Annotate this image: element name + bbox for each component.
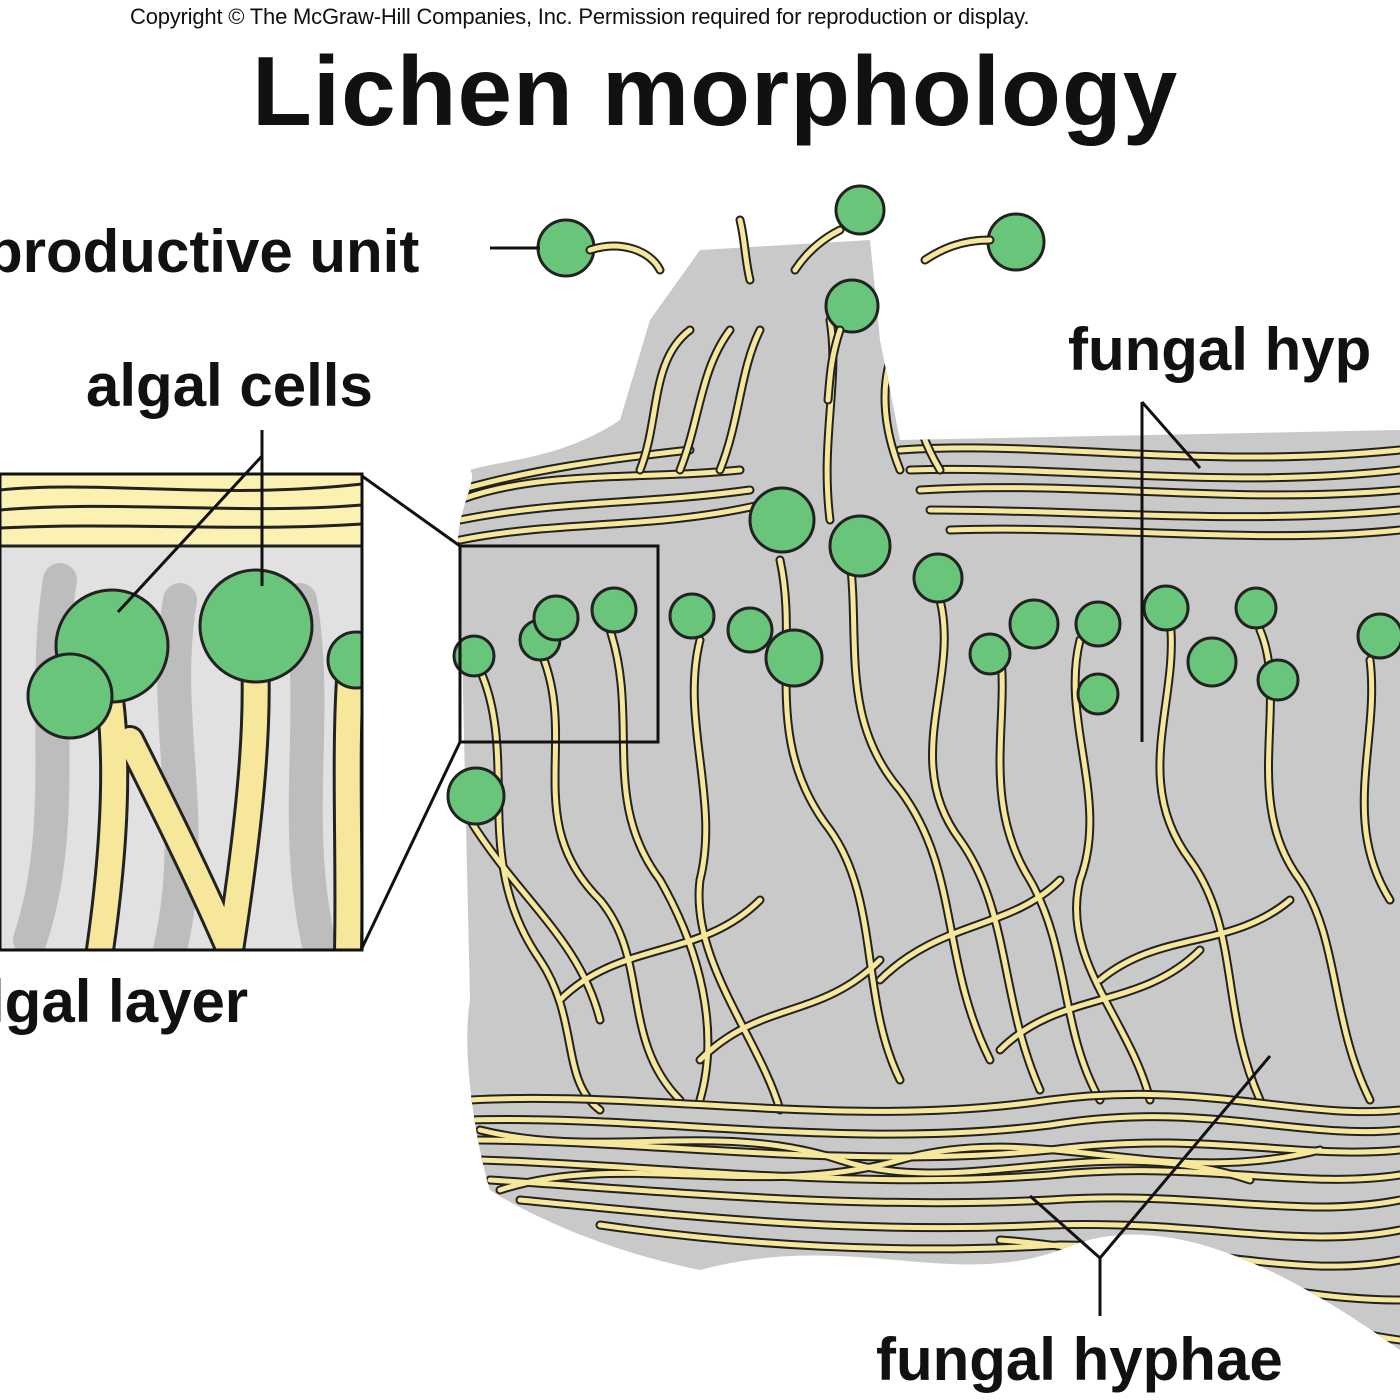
fungal-hyphae-top-label: fungal hyp: [1068, 316, 1372, 383]
algal-cells-main: [446, 184, 1400, 826]
algal-layer-inset: [0, 472, 364, 952]
zoom-connector-top: [361, 474, 461, 548]
algal-layer-label: lgal layer: [0, 968, 249, 1035]
fungal-hyphae-top-leader: [1140, 401, 1202, 742]
lichen-thallus-section: [446, 184, 1400, 1350]
copyright-notice: Copyright © The McGraw-Hill Companies, I…: [130, 4, 1030, 29]
page-title: Lichen morphology: [252, 36, 1179, 146]
inset-algal-cells: [26, 568, 362, 740]
upper-cortex-left: [457, 445, 765, 545]
reproductive-unit-label: productive unit: [0, 218, 420, 285]
fungal-hyphae-bottom-leader: [1029, 1055, 1272, 1316]
algal-cells-label: algal cells: [86, 352, 373, 419]
soredium-stalks: [585, 215, 995, 405]
inset-hyphae: [85, 625, 362, 950]
zoom-region-box: [458, 544, 660, 744]
medulla-hyphae: [465, 555, 1395, 1115]
zoom-connector-bottom: [360, 741, 462, 949]
algal-cells-leader: [116, 430, 264, 614]
inset-frame: [0, 472, 364, 952]
fungal-hyphae-bottom-label: fungal hyphae: [876, 1326, 1283, 1393]
leader-lines: [116, 246, 1272, 1316]
inset-cortex: [0, 474, 362, 548]
upper-cortex-right: [895, 443, 1400, 541]
